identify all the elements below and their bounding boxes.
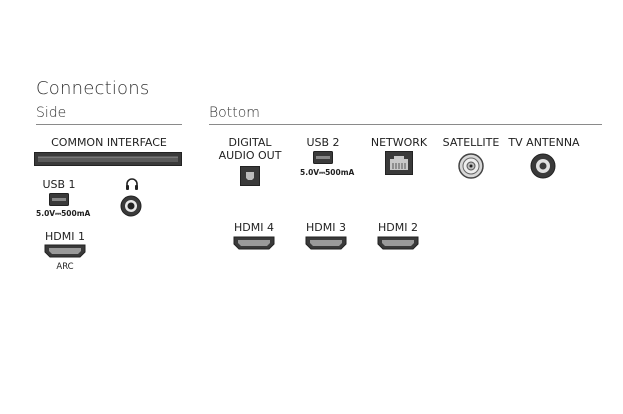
hdmi1-arc-label: ARC: [56, 262, 74, 272]
hdmi2-port-icon: [377, 236, 419, 250]
bottom-divider: [209, 124, 602, 125]
hdmi3-port-icon: [305, 236, 347, 250]
satellite-label: SATELLITE: [442, 136, 500, 149]
usb2-port-icon: [313, 151, 333, 164]
common-interface-slot-icon: [34, 152, 182, 166]
optical-port-icon: [240, 166, 260, 186]
network-label: NETWORK: [370, 136, 428, 149]
hdmi2-label: HDMI 2: [378, 221, 418, 234]
ethernet-port-icon: [385, 151, 413, 175]
hdmi1-label: HDMI 1: [45, 230, 85, 243]
headphone-icon: [125, 178, 139, 190]
page-title: Connections: [36, 78, 150, 99]
usb2-spec: 5.0V⎓500mA: [300, 168, 355, 177]
headphone-jack-icon: [120, 195, 142, 217]
usb1-label: USB 1: [42, 178, 76, 191]
hdmi4-label: HDMI 4: [234, 221, 274, 234]
usb1-port-icon: [49, 193, 69, 206]
tv-antenna-label: TV ANTENNA: [508, 136, 580, 149]
section-bottom-header: Bottom: [209, 105, 260, 121]
digital-audio-out-label-line1: DIGITAL: [228, 136, 272, 149]
tv-antenna-connector-icon: [530, 153, 556, 179]
common-interface-label: COMMON INTERFACE: [51, 136, 167, 149]
usb1-spec: 5.0V⎓500mA: [36, 209, 91, 218]
section-side-header: Side: [36, 105, 67, 121]
hdmi4-port-icon: [233, 236, 275, 250]
digital-audio-out-label-line2: AUDIO OUT: [218, 149, 282, 162]
hdmi1-port-icon: [44, 244, 86, 258]
usb2-label: USB 2: [306, 136, 340, 149]
hdmi3-label: HDMI 3: [306, 221, 346, 234]
side-divider: [36, 124, 182, 125]
satellite-connector-icon: [458, 153, 484, 179]
